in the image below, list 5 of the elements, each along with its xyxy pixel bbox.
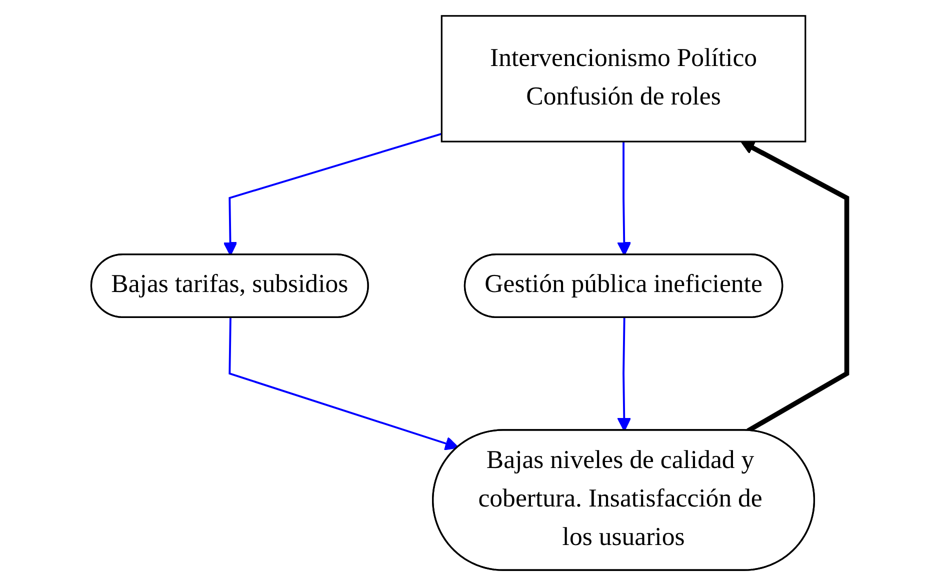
arrow	[223, 132, 442, 256]
node-box: Intervencionismo Político Confusión de roles	[440, 14, 806, 142]
arrow	[617, 317, 632, 431]
arrow	[617, 141, 632, 256]
arrow	[228, 317, 459, 450]
